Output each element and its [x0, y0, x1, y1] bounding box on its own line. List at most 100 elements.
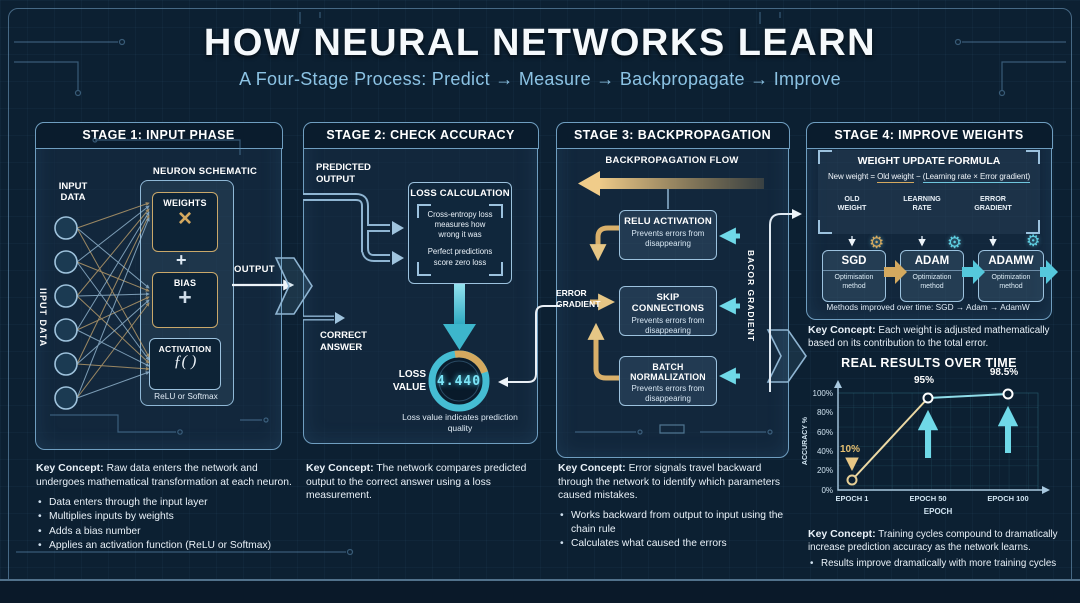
bracket-corner [489, 262, 503, 276]
formula-gradient-term: (Learning rate × Error gradient) [922, 172, 1031, 183]
weight-update-formula-box: WEIGHT UPDATE FORMULA New weight = Old w… [818, 150, 1040, 234]
bracket-corner [818, 220, 832, 234]
relu-activation-box: RELU ACTIVATION Prevents errors from dis… [619, 210, 717, 260]
stage4-key-concept-2: Key Concept: Training cycles compound to… [808, 528, 1058, 571]
relu-activation-title: RELU ACTIVATION [624, 216, 712, 227]
gear-icon: ⚙ [947, 233, 963, 252]
key-concept-text: The network compares predicted output to… [306, 463, 527, 502]
bullet-item: Results improve dramatically with more t… [810, 558, 1058, 571]
stage3-key-concept: Key Concept: Error signals travel backwa… [558, 462, 796, 551]
page-title: HOW NEURAL NETWORKS LEARN [203, 22, 877, 64]
stage4-bullets: Results improve dramatically with more t… [810, 558, 1058, 571]
key-concept-text: Each weight is adjusted mathematically b… [808, 325, 1050, 349]
bracket-corner [489, 204, 503, 218]
loss-value-label: LOSS VALUE [392, 369, 426, 393]
old-weight-term: OLD WEIGHT [837, 194, 867, 213]
stage2-key-concept: Key Concept: The network compares predic… [306, 462, 544, 502]
formula-old-weight: Old weight [877, 172, 914, 183]
batch-normalization-box: BATCH NORMALIZATION Prevents errors from… [619, 356, 717, 406]
activation-note: ReLU or Softmax [154, 391, 218, 401]
optimizer-box-adam: ADAM Optimization method [900, 250, 964, 302]
optimizer-box-adamw: ADAMW Optimization method [978, 250, 1044, 302]
correct-answer-label: CORRECT ANSWER [320, 330, 367, 353]
skip-connections-subtitle: Prevents errors from disappearing [631, 316, 705, 335]
optimizer-name: ADAMW [979, 251, 1043, 271]
plus-icon: + [178, 284, 192, 310]
bracket-corner [417, 204, 431, 218]
key-concept-label: Key Concept: [808, 528, 876, 540]
weights-label: WEIGHTS [163, 198, 207, 208]
loss-calculation-title: LOSS CALCULATION [410, 188, 510, 199]
batch-normalization-title: BATCH NORMALIZATION [630, 362, 706, 382]
learning-rate-term: LEARNING RATE [903, 194, 941, 213]
loss-calculation-box: LOSS CALCULATION Cross-entropy loss meas… [408, 182, 512, 284]
page-subtitle: A Four-Stage Process: Predict → Measure … [239, 69, 841, 89]
loss-calc-line2: Perfect predictions score zero loss [427, 247, 493, 267]
key-concept-label: Key Concept: [306, 462, 374, 474]
optimizer-box-sgd: SGD Optimisation method [822, 250, 886, 302]
stage3-header: STAGE 3: BACKPROPAGATION [555, 121, 790, 149]
key-concept-label: Key Concept: [808, 324, 876, 336]
skip-connections-box: SKIP CONNECTIONS Prevents errors from di… [619, 286, 717, 336]
bracket-corner [1026, 220, 1040, 234]
error-gradient-label: ERROR GRADIENT [556, 288, 601, 310]
key-concept-text: Error signals travel backward through th… [558, 463, 781, 502]
bullet-item: Applies an activation function (ReLU or … [38, 539, 294, 553]
optimizer-desc: Optimisation method [834, 274, 874, 290]
multiply-icon: × [177, 205, 192, 232]
input-data-label: INPUT DATA [58, 181, 88, 204]
optimizer-timeline-note: Methods improved over time: SGD → Adam →… [826, 302, 1030, 312]
key-concept-text: Raw data enters the network and undergoe… [36, 463, 292, 488]
bias-box: BIAS + [152, 272, 218, 328]
bottom-bar [0, 579, 1080, 603]
bracket-frame: Cross-entropy loss measures how wrong it… [417, 204, 503, 276]
chart-title: REAL RESULTS OVER TIME [841, 356, 1017, 370]
bullet-item: Data enters through the input layer [38, 496, 294, 510]
optimizer-name: SGD [823, 251, 885, 271]
error-gradient-term: ERROR GRADIENT [974, 194, 1012, 213]
relu-activation-subtitle: Prevents errors from disappearing [631, 229, 705, 248]
stage1-bullets: Data enters through the input layer Mult… [38, 496, 294, 553]
formula-title: WEIGHT UPDATE FORMULA [857, 155, 1001, 167]
bias-label: BIAS [173, 278, 197, 288]
backprop-flow-label: BACKPROPAGATION FLOW [605, 155, 739, 166]
bracket-corner [1026, 150, 1040, 164]
bracket-corner [417, 262, 431, 276]
stage1-key-concept: Key Concept: Raw data enters the network… [36, 462, 294, 553]
stage4-panel: STAGE 4: IMPROVE WEIGHTS [805, 121, 1053, 320]
plus-connector: + [176, 250, 187, 270]
bullet-item: Adds a bias number [38, 525, 294, 539]
formula-line: New weight = Old weight − (Learning rate… [818, 172, 1040, 183]
key-concept-label: Key Concept: [36, 462, 104, 474]
activation-label: ACTIVATION [158, 344, 212, 354]
bullet-item: Calculates what caused the errors [560, 537, 796, 551]
loss-calc-line1: Cross-entropy loss measures how wrong it… [427, 210, 493, 240]
stage2-header: STAGE 2: CHECK ACCURACY [302, 121, 539, 149]
gauge-caption: Loss value indicates prediction quality [402, 412, 518, 434]
stage4-key-concept: Key Concept: Each weight is adjusted mat… [808, 324, 1054, 350]
activation-box: ACTIVATION ƒ( ) [149, 338, 221, 390]
formula-minus: − [916, 172, 921, 181]
weights-box: WEIGHTS × [152, 192, 218, 252]
batch-normalization-subtitle: Prevents errors from disappearing [631, 384, 705, 403]
stage3-bullets: Works backward from output to input usin… [560, 509, 796, 551]
optimizer-name: ADAM [901, 251, 963, 271]
backprop-gradient-side-label: BACOR GRADIENT [746, 250, 756, 342]
loss-value-display: 4.440 [436, 374, 482, 389]
gear-icon: ⚙ [1026, 233, 1041, 250]
bullet-item: Works backward from output to input usin… [560, 509, 796, 536]
gear-icon: ⚙ [869, 233, 885, 252]
stage4-header: STAGE 4: IMPROVE WEIGHTS [805, 121, 1053, 149]
optimizer-desc: Optimization method [912, 274, 952, 290]
input-data-side-label: IIPUT DATA [38, 288, 48, 348]
formula-pre: New weight = [827, 172, 875, 181]
key-concept-label: Key Concept: [558, 462, 626, 474]
output-label: OUTPUT [234, 264, 275, 275]
neuron-schematic-label: NEURON SCHEMATIC [152, 166, 258, 177]
skip-connections-title: SKIP CONNECTIONS [631, 292, 705, 314]
optimizer-desc: Optimization method [991, 274, 1031, 290]
stage1-header: STAGE 1: INPUT PHASE [34, 121, 283, 149]
key-concept-text: Training cycles compound to dramatically… [808, 529, 1058, 553]
function-icon: ƒ( ) [173, 353, 197, 370]
